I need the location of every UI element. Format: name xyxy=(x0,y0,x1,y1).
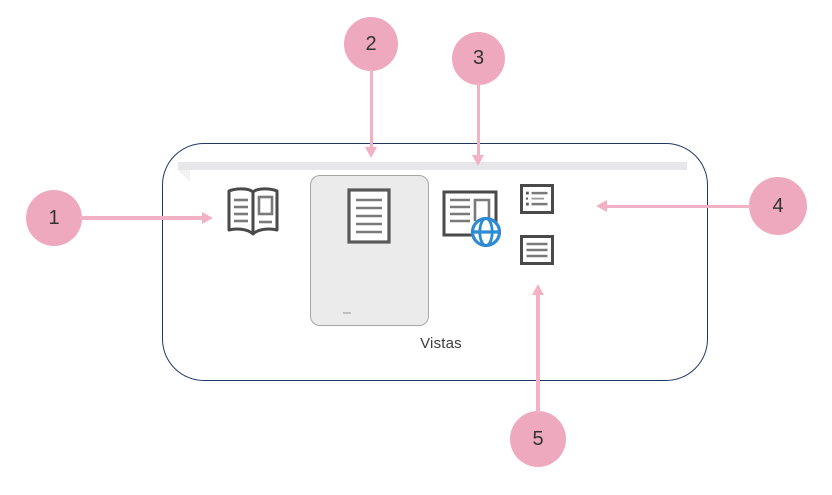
draft-view-icon xyxy=(520,235,554,265)
callout-5-number: 5 xyxy=(532,427,544,450)
group-label: Vistas xyxy=(420,335,462,352)
callout-4-arrow xyxy=(606,204,751,208)
callout-5-arrow xyxy=(536,294,540,413)
read-mode-button[interactable] xyxy=(222,185,284,244)
callout-2-number: 2 xyxy=(365,32,377,55)
callout-3: 3 xyxy=(452,32,505,85)
print-layout-button-selected[interactable] xyxy=(310,175,429,326)
callout-4-arrowhead xyxy=(596,200,607,212)
callout-3-arrow xyxy=(476,83,480,156)
callout-2: 2 xyxy=(344,17,398,71)
globe-icon xyxy=(470,216,502,248)
callout-2-arrowhead xyxy=(365,147,377,158)
callout-1-number: 1 xyxy=(48,206,60,229)
ribbon-group-box xyxy=(162,143,708,381)
callout-3-arrowhead xyxy=(472,155,484,166)
ribbon-top-bar xyxy=(178,162,687,170)
callout-5-arrowhead xyxy=(532,284,544,295)
ribbon-top-bar-bevel xyxy=(178,170,190,182)
callout-1-arrow xyxy=(80,216,203,220)
callout-4-number: 4 xyxy=(772,194,784,217)
callout-4: 4 xyxy=(749,177,807,235)
print-layout-icon xyxy=(347,188,391,244)
outline-view-icon xyxy=(520,184,554,214)
callout-3-number: 3 xyxy=(472,47,485,69)
callout-5: 5 xyxy=(510,411,566,467)
cropped-label-fragment xyxy=(343,312,351,314)
outline-view-button[interactable] xyxy=(520,184,554,219)
web-layout-icon xyxy=(442,190,502,248)
draft-view-button[interactable] xyxy=(520,235,554,270)
callout-1-arrowhead xyxy=(202,212,213,224)
web-layout-button[interactable] xyxy=(442,189,506,254)
callout-1: 1 xyxy=(26,190,82,246)
read-mode-icon xyxy=(227,187,279,236)
callout-2-arrow xyxy=(369,69,373,148)
